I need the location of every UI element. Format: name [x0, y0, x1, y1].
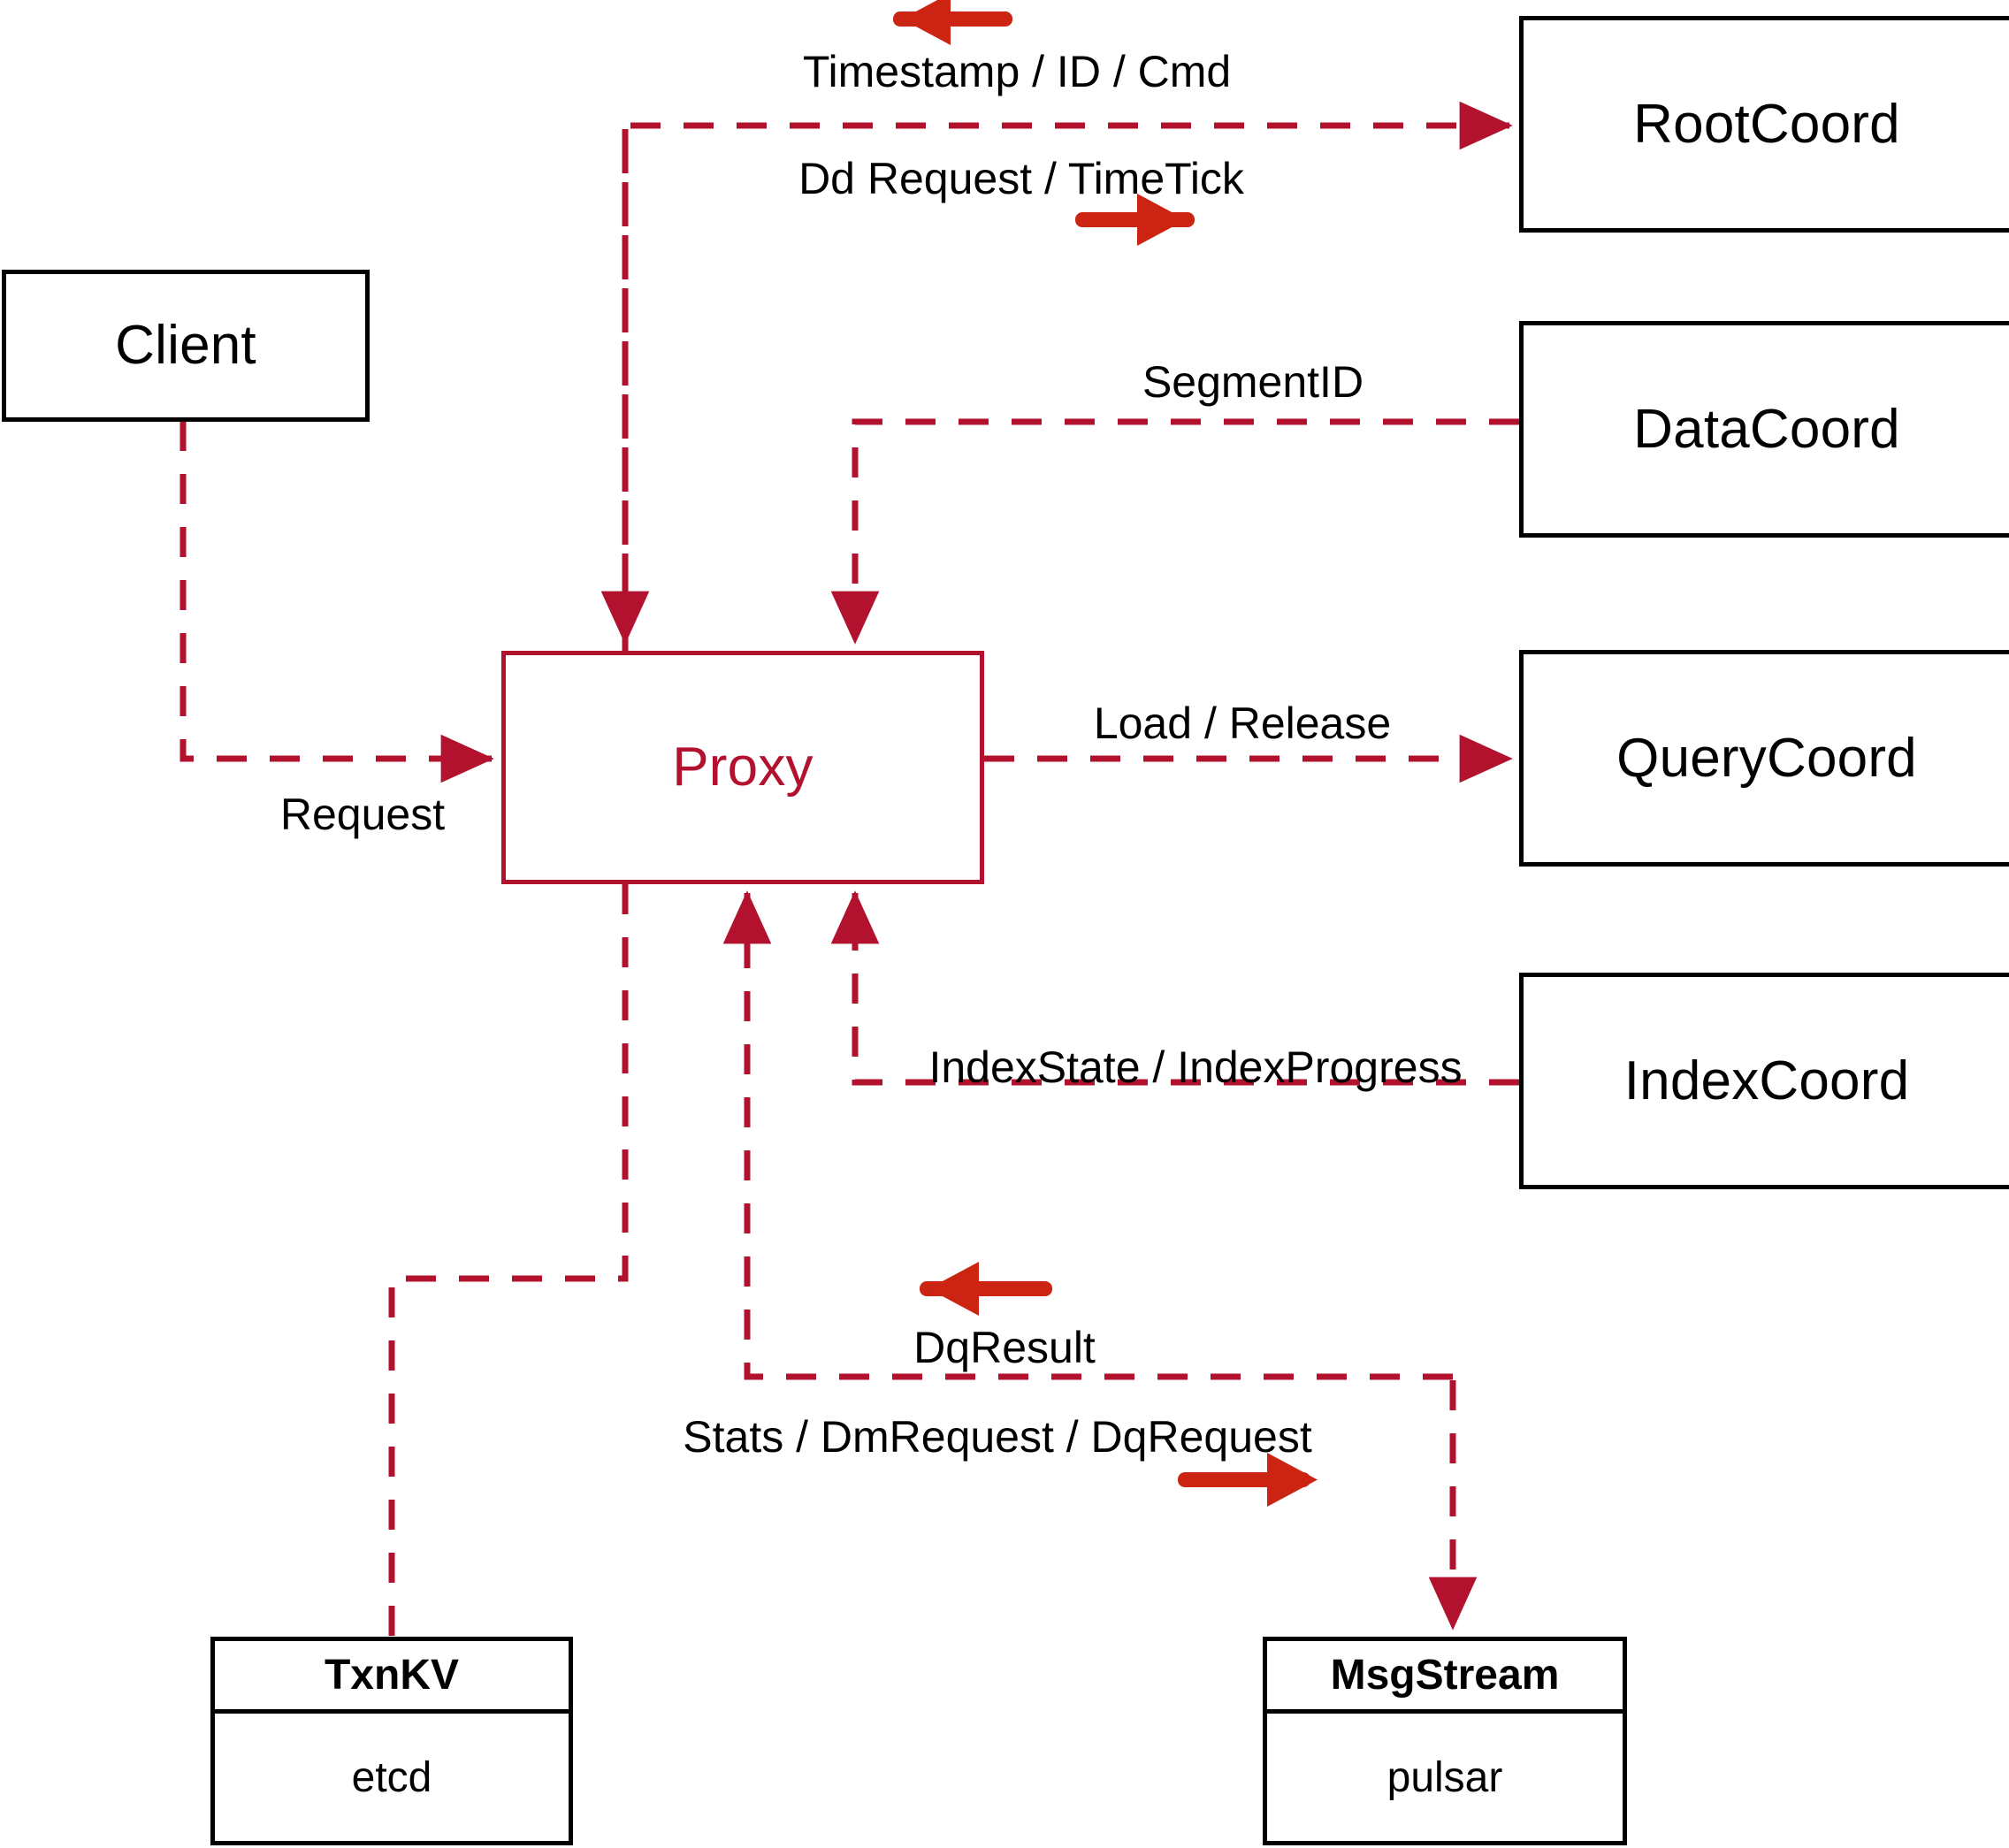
node-querycoord-label: QueryCoord: [1616, 727, 1917, 789]
node-proxy[interactable]: Proxy: [501, 651, 984, 884]
node-rootcoord[interactable]: RootCoord: [1519, 16, 2009, 233]
node-datacoord-label: DataCoord: [1633, 398, 1900, 460]
edge-label-dq-result: DqResult: [913, 1323, 1096, 1372]
edge-msgstream-to-proxy: [722, 890, 1453, 1380]
stats-dm-dq-request-direction-arrow: [1178, 1453, 1318, 1507]
node-txnkv-header-label: TxnKV: [324, 1652, 459, 1699]
edge-label-request: Request: [279, 790, 446, 839]
node-proxy-label: Proxy: [672, 737, 814, 798]
node-client[interactable]: Client: [2, 270, 370, 422]
node-client-label: Client: [115, 315, 256, 376]
edge-proxy-to-rootcoord: [622, 101, 1513, 651]
edge-label-timestamp-id-cmd: Timestamp / ID / Cmd: [802, 47, 1232, 96]
edge-label-stats-dm-dq-request: Stats / DmRequest / DqRequest: [683, 1412, 1312, 1462]
edge-client-to-proxy: [180, 421, 494, 783]
node-txnkv-body-label: etcd: [351, 1753, 432, 1801]
node-txnkv-body: etcd: [215, 1714, 569, 1841]
edge-label-index-state-progress: IndexState / IndexProgress: [928, 1042, 1463, 1092]
timestamp-id-cmd-direction-arrow: [893, 0, 1012, 45]
node-msgstream-body-label: pulsar: [1386, 1753, 1503, 1801]
node-msgstream-body: pulsar: [1267, 1714, 1623, 1841]
edge-indexcoord-to-proxy: [830, 890, 1519, 1086]
node-txnkv-header: TxnKV: [215, 1641, 569, 1714]
node-datacoord[interactable]: DataCoord: [1519, 321, 2009, 538]
node-msgstream-header: MsgStream: [1267, 1641, 1623, 1714]
node-msgstream-header-label: MsgStream: [1330, 1652, 1560, 1699]
node-indexcoord[interactable]: IndexCoord: [1519, 973, 2009, 1189]
node-indexcoord-label: IndexCoord: [1623, 1050, 1910, 1111]
edge-datacoord-to-proxy: [830, 418, 1519, 645]
dq-result-direction-arrow: [920, 1262, 1052, 1316]
direction-arrow-group: [893, 0, 1318, 1507]
node-msgstream[interactable]: MsgStream pulsar: [1263, 1637, 1627, 1845]
edge-label-load-release: Load / Release: [1093, 699, 1392, 748]
edge-proxy-to-txnkv: [388, 884, 629, 1637]
dd-request-timetick-direction-arrow: [1075, 194, 1195, 246]
node-txnkv[interactable]: TxnKV etcd: [210, 1637, 573, 1845]
edge-label-segment-id: SegmentID: [1142, 357, 1364, 407]
edge-label-dd-request-timetick: Dd Request / TimeTick: [798, 154, 1244, 203]
node-querycoord[interactable]: QueryCoord: [1519, 650, 2009, 867]
node-rootcoord-label: RootCoord: [1633, 93, 1900, 155]
